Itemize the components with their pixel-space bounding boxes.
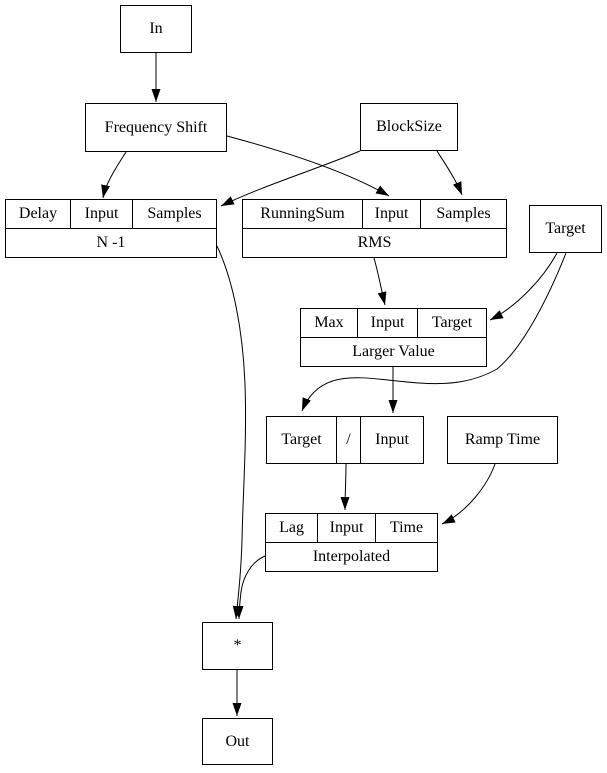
node-target: Target (529, 205, 602, 253)
cell-lag-input-label: Input (329, 519, 364, 536)
node-ramp-time-label: Ramp Time (464, 431, 541, 448)
cell-runningsum: RunningSum (243, 200, 363, 228)
cell-n1-samples: Samples (133, 200, 216, 228)
node-multiply: * (202, 622, 273, 670)
record-lag-ports: Lag Input Time (266, 514, 437, 542)
record-rms-ports: RunningSum Input Samples (243, 200, 506, 228)
record-rms-caption-label: RMS (357, 234, 392, 251)
cell-lag-input: Input (318, 514, 376, 542)
node-ramp-time: Ramp Time (447, 416, 558, 464)
record-larger-value: Max Input Target Larger Value (300, 308, 487, 367)
cell-max: Max (301, 309, 358, 337)
edge-frequency-shift-to-n1-input (101, 151, 127, 199)
node-frequency-shift-label: Frequency Shift (104, 118, 208, 136)
edge-rms-to-larger-value-input (373, 257, 387, 306)
node-out: Out (202, 718, 273, 765)
edge-ramp-time-to-lag-time (441, 463, 496, 525)
cell-divide-operator: / (337, 417, 361, 463)
cell-divide-operator-label: / (346, 431, 351, 448)
cell-n1-input-label: Input (84, 205, 119, 222)
cell-rms-samples-label: Samples (436, 205, 491, 222)
cell-rms-input: Input (363, 200, 421, 228)
cell-larger-value-target-label: Target (431, 314, 473, 331)
record-lag-caption-label: Interpolated (312, 548, 391, 565)
cell-divide-input: Input (361, 417, 423, 463)
cell-n1-samples-label: Samples (147, 205, 202, 222)
record-divide-ports: Target / Input (267, 417, 423, 463)
edge-target-to-larger-value-target (489, 252, 558, 321)
cell-divide-target-label: Target (281, 431, 322, 448)
cell-divide-input-label: Input (375, 431, 409, 448)
node-frequency-shift: Frequency Shift (85, 103, 227, 152)
cell-larger-value-target: Target (418, 309, 486, 337)
record-n1-caption: N -1 (6, 228, 216, 257)
cell-runningsum-label: RunningSum (260, 205, 345, 222)
cell-rms-samples: Samples (421, 200, 506, 228)
record-larger-value-caption: Larger Value (301, 337, 486, 366)
cell-delay: Delay (6, 200, 71, 228)
edge-divide-to-lag-input (340, 463, 350, 511)
record-lag-caption: Interpolated (266, 542, 437, 571)
node-blocksize-label: BlockSize (376, 118, 442, 135)
edge-blocksize-to-n1-samples (220, 150, 361, 207)
cell-n1-input: Input (71, 200, 133, 228)
cell-max-label: Max (314, 314, 344, 331)
edge-blocksize-to-rms-samples (436, 150, 463, 196)
cell-divide-target: Target (267, 417, 337, 463)
record-rms: RunningSum Input Samples RMS (242, 199, 507, 258)
record-n1-ports: Delay Input Samples (6, 200, 216, 228)
cell-larger-value-input-label: Input (370, 314, 405, 331)
record-larger-value-caption-label: Larger Value (352, 343, 435, 360)
node-out-label: Out (225, 732, 250, 750)
record-rms-caption: RMS (243, 228, 506, 257)
cell-lag-time: Time (376, 514, 437, 542)
record-lag: Lag Input Time Interpolated (265, 513, 438, 572)
cell-lag: Lag (266, 514, 318, 542)
cell-delay-label: Delay (18, 205, 58, 222)
record-divide: Target / Input (266, 416, 424, 464)
cell-larger-value-input: Input (358, 309, 418, 337)
node-in-label: In (149, 20, 163, 37)
cell-rms-input-label: Input (374, 205, 409, 222)
node-in: In (120, 5, 192, 53)
edge-interpolated-to-multiply (234, 555, 266, 620)
record-n1: Delay Input Samples N -1 (5, 199, 217, 258)
node-blocksize: BlockSize (360, 103, 458, 151)
cell-lag-label: Lag (279, 519, 304, 536)
record-larger-value-ports: Max Input Target (301, 309, 486, 337)
node-target-label: Target (545, 220, 586, 237)
edge-n1-to-multiply (216, 245, 247, 620)
node-multiply-label: * (233, 637, 242, 654)
record-n1-caption-label: N -1 (96, 234, 126, 251)
cell-lag-time-label: Time (389, 519, 424, 536)
